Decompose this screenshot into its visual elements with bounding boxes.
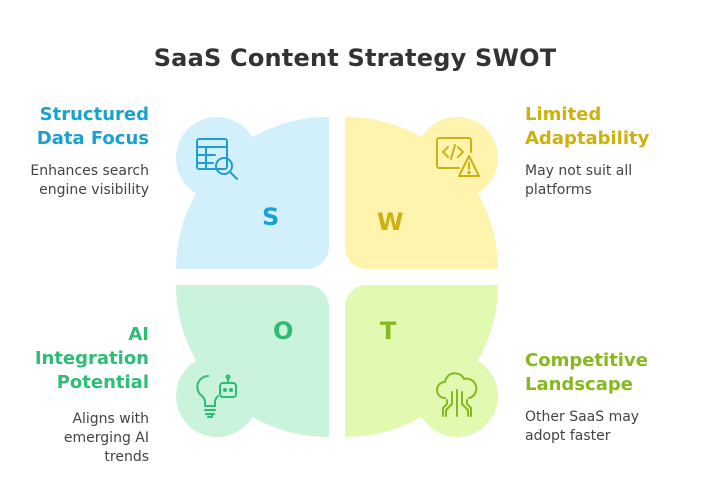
opportunity-description-line: Aligns with <box>72 411 149 427</box>
strength-description: Enhances search engine visibility <box>0 162 149 200</box>
opportunity-description-line: emerging AI <box>63 430 149 446</box>
opportunity-letter: O <box>273 317 294 345</box>
strength-heading-line: Structured <box>39 104 149 125</box>
weakness-description-line: platforms <box>525 182 592 198</box>
threat-heading-line: Competitive <box>525 350 648 371</box>
strength-letter: S <box>262 203 280 231</box>
weakness-description: May not suit all platforms <box>525 162 695 200</box>
weakness-description-line: May not suit all <box>525 163 633 179</box>
threat-description: Other SaaS may adopt faster <box>525 408 695 446</box>
opportunity-description-line: trends <box>104 449 149 465</box>
opportunity-heading-line: Integration <box>34 348 149 369</box>
threat-heading-line: Landscape <box>525 374 633 395</box>
weakness-letter: W <box>377 208 404 236</box>
opportunity-description: Aligns with emerging AI trends <box>0 410 149 467</box>
weakness-heading: Limited Adaptability <box>525 103 705 151</box>
weakness-icon-circle <box>416 117 498 199</box>
cloud-circuit-icon <box>436 372 478 417</box>
opportunity-icon-circle <box>176 355 258 437</box>
threat-heading: Competitive Landscape <box>525 349 705 397</box>
opportunity-heading-line: Potential <box>56 372 149 393</box>
strength-heading-line: Data Focus <box>36 128 149 149</box>
strength-description-line: Enhances search <box>30 163 149 179</box>
weakness-heading-line: Limited <box>525 104 602 125</box>
code-warning-icon <box>436 137 480 177</box>
threat-letter: T <box>380 317 397 345</box>
threat-description-line: Other SaaS may <box>525 409 640 425</box>
table-search-icon <box>196 138 238 180</box>
strength-icon-circle <box>176 117 258 199</box>
opportunity-heading-line: AI <box>128 324 149 345</box>
strength-heading: Structured Data Focus <box>0 103 149 151</box>
weakness-heading-line: Adaptability <box>525 128 650 149</box>
threat-description-line: adopt faster <box>525 428 611 444</box>
diagram-title: SaaS Content Strategy SWOT <box>153 44 557 72</box>
lightbulb-robot-icon <box>196 374 237 418</box>
strength-description-line: engine visibility <box>39 182 149 198</box>
threat-icon-circle <box>416 355 498 437</box>
opportunity-heading: AI Integration Potential <box>0 323 149 395</box>
